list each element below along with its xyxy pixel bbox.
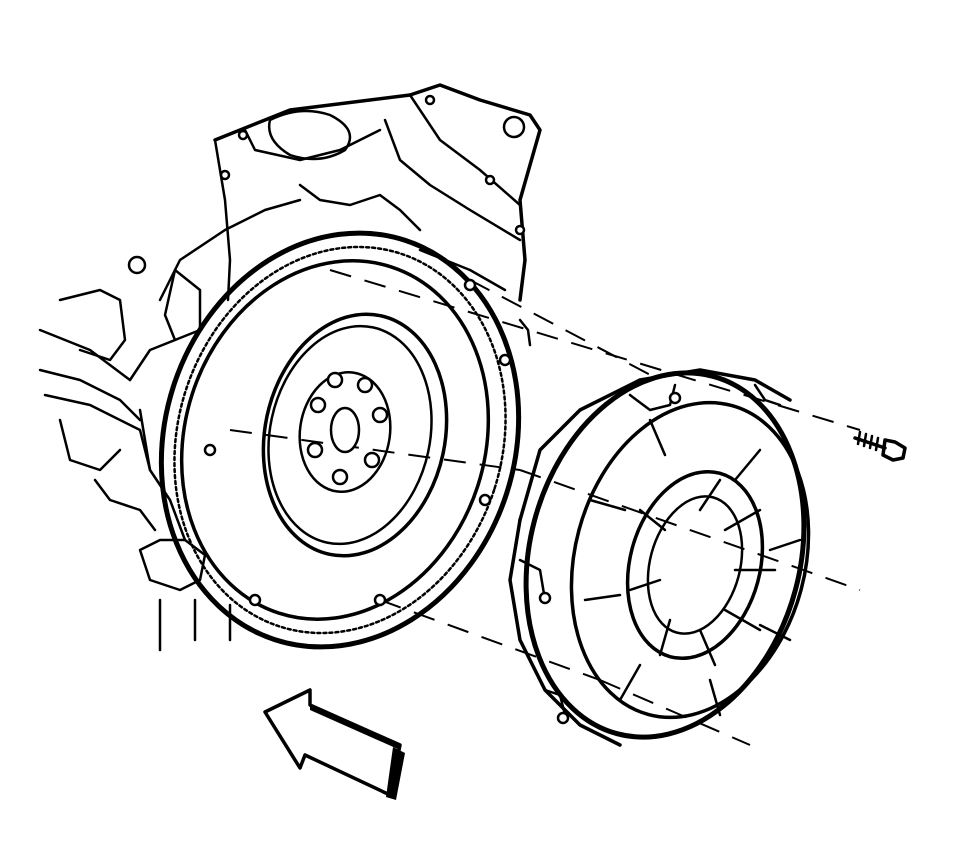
direction-arrow-icon	[263, 688, 405, 800]
engine-block	[38, 83, 542, 652]
clutch-pressure-plate	[508, 368, 811, 747]
friction-segments	[583, 418, 802, 717]
block-port	[127, 255, 147, 275]
block-port	[502, 115, 526, 139]
diaphragm-spring-fingers	[628, 478, 777, 667]
bolt	[853, 430, 907, 462]
flywheel	[158, 230, 532, 650]
flywheel-bolt-holes	[306, 371, 389, 486]
